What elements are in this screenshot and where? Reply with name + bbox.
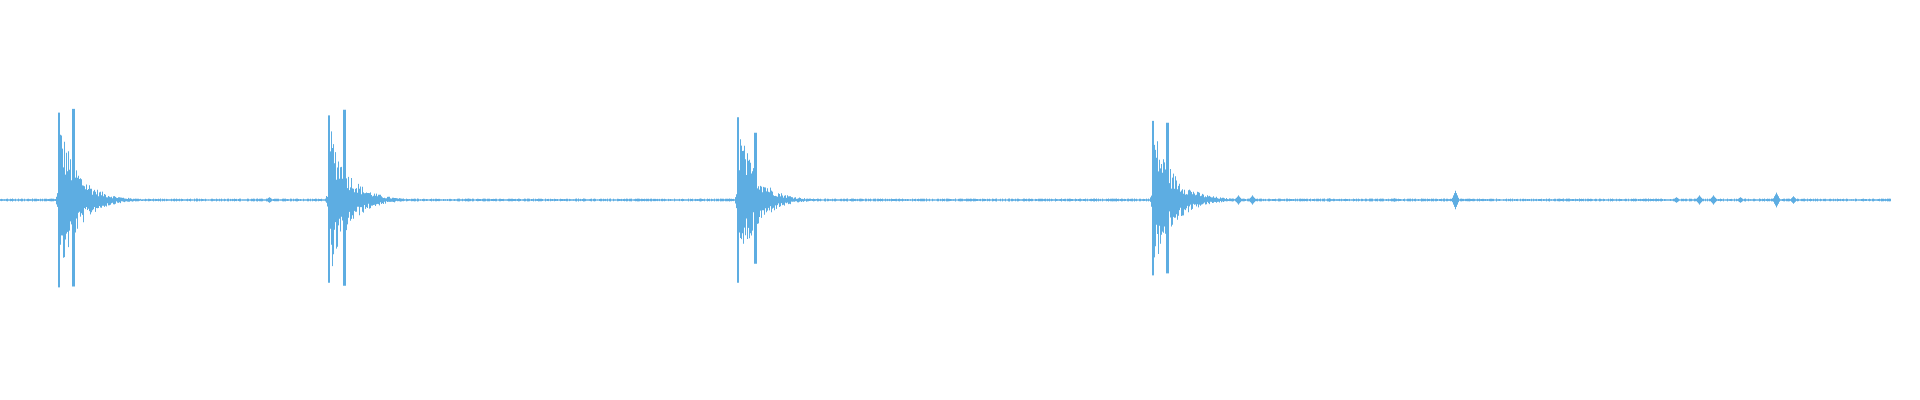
waveform-path xyxy=(0,108,1891,288)
waveform-samples xyxy=(0,108,1891,288)
